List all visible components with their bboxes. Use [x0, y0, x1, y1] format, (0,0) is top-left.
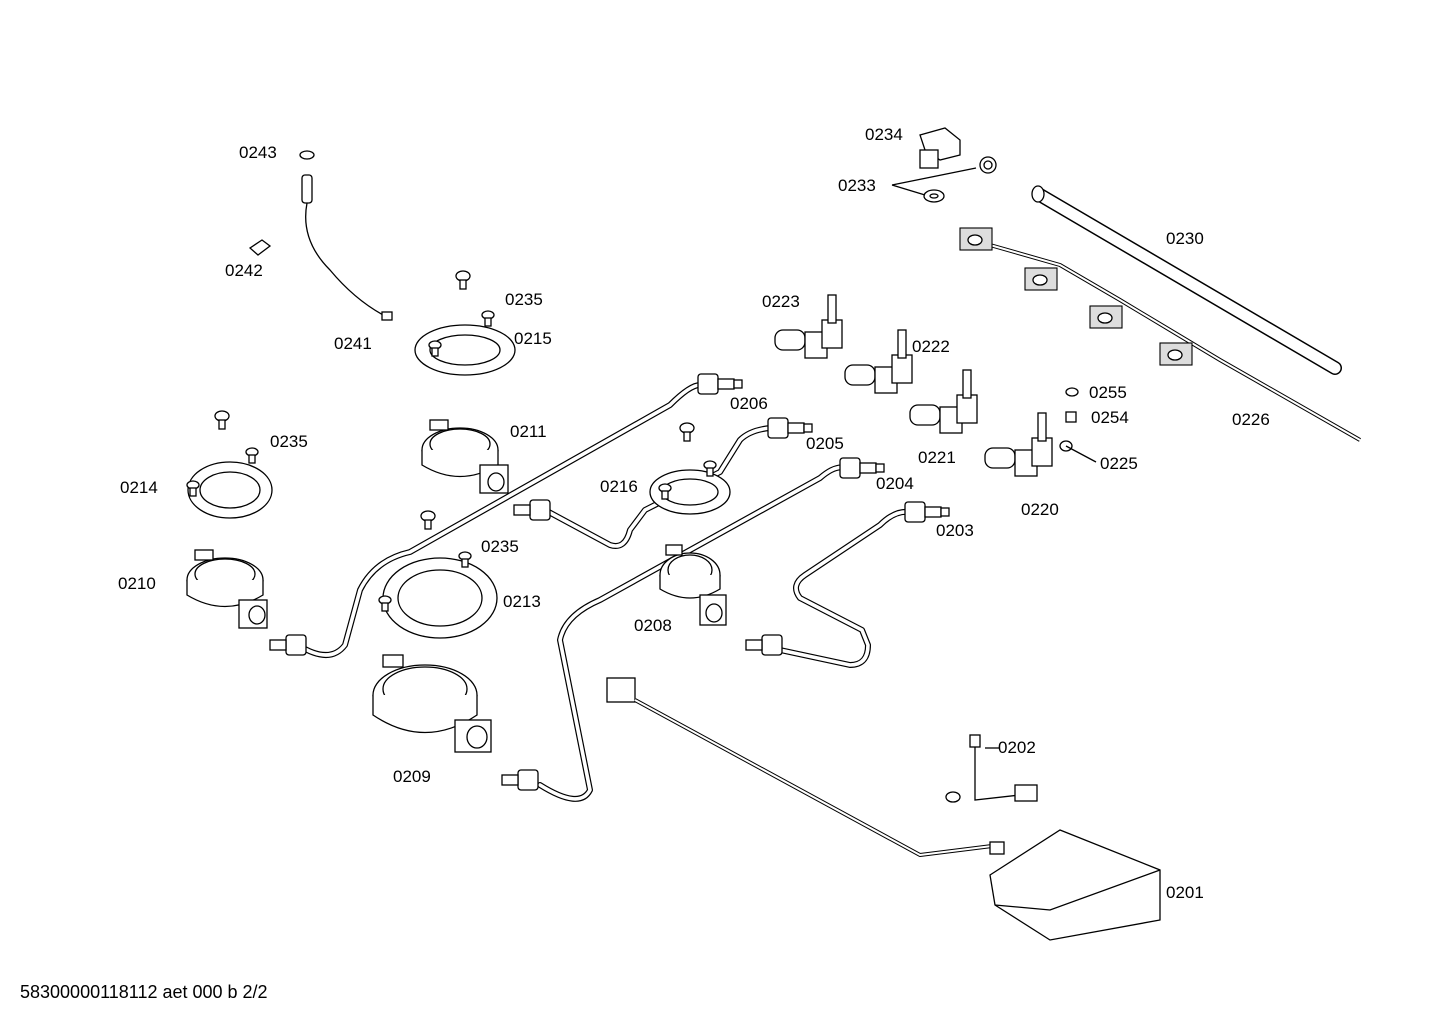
label-0210: 0210: [118, 574, 156, 593]
label-0226: 0226: [1232, 410, 1270, 429]
gas-valves: [774, 294, 1053, 477]
screws: [186, 270, 717, 612]
label-0243: 0243: [239, 143, 277, 162]
label-0225: 0225: [1100, 454, 1138, 473]
gas-manifold: [1031, 185, 1342, 375]
label-0221: 0221: [918, 448, 956, 467]
label-0235-top: 0235: [505, 290, 543, 309]
label-0215: 0215: [514, 329, 552, 348]
label-0209: 0209: [393, 767, 431, 786]
label-0202: 0202: [998, 738, 1036, 757]
label-0255: 0255: [1089, 383, 1127, 402]
ignition-parts: [248, 150, 393, 321]
label-0242: 0242: [225, 261, 263, 280]
label-0220: 0220: [1021, 500, 1059, 519]
label-0201: 0201: [1166, 883, 1204, 902]
label-0223: 0223: [762, 292, 800, 311]
label-0230: 0230: [1166, 229, 1204, 248]
label-0241: 0241: [334, 334, 372, 353]
label-0205: 0205: [806, 434, 844, 453]
burner-rings: [187, 324, 731, 639]
ignition-module: [606, 677, 1161, 941]
label-0234: 0234: [865, 125, 903, 144]
label-0203: 0203: [936, 521, 974, 540]
label-0233: 0233: [838, 176, 876, 195]
drawing-number: 58300000118112 aet 000 b 2/2: [20, 982, 268, 1002]
spark-switch-harness: [959, 227, 1361, 442]
label-0213: 0213: [503, 592, 541, 611]
pipe-fittings: [269, 373, 950, 791]
label-0235-center: 0235: [481, 537, 519, 556]
label-0254: 0254: [1091, 408, 1129, 427]
gas-inlet: [891, 127, 997, 203]
label-0222: 0222: [912, 337, 950, 356]
small-parts: [1059, 387, 1097, 463]
label-0216: 0216: [600, 477, 638, 496]
burner-cups: [186, 419, 727, 753]
label-0206: 0206: [730, 394, 768, 413]
label-0208: 0208: [634, 616, 672, 635]
label-0204: 0204: [876, 474, 914, 493]
label-0214: 0214: [120, 478, 158, 497]
gas-pipes: [295, 382, 913, 802]
label-0235-left: 0235: [270, 432, 308, 451]
label-0211: 0211: [510, 422, 547, 441]
